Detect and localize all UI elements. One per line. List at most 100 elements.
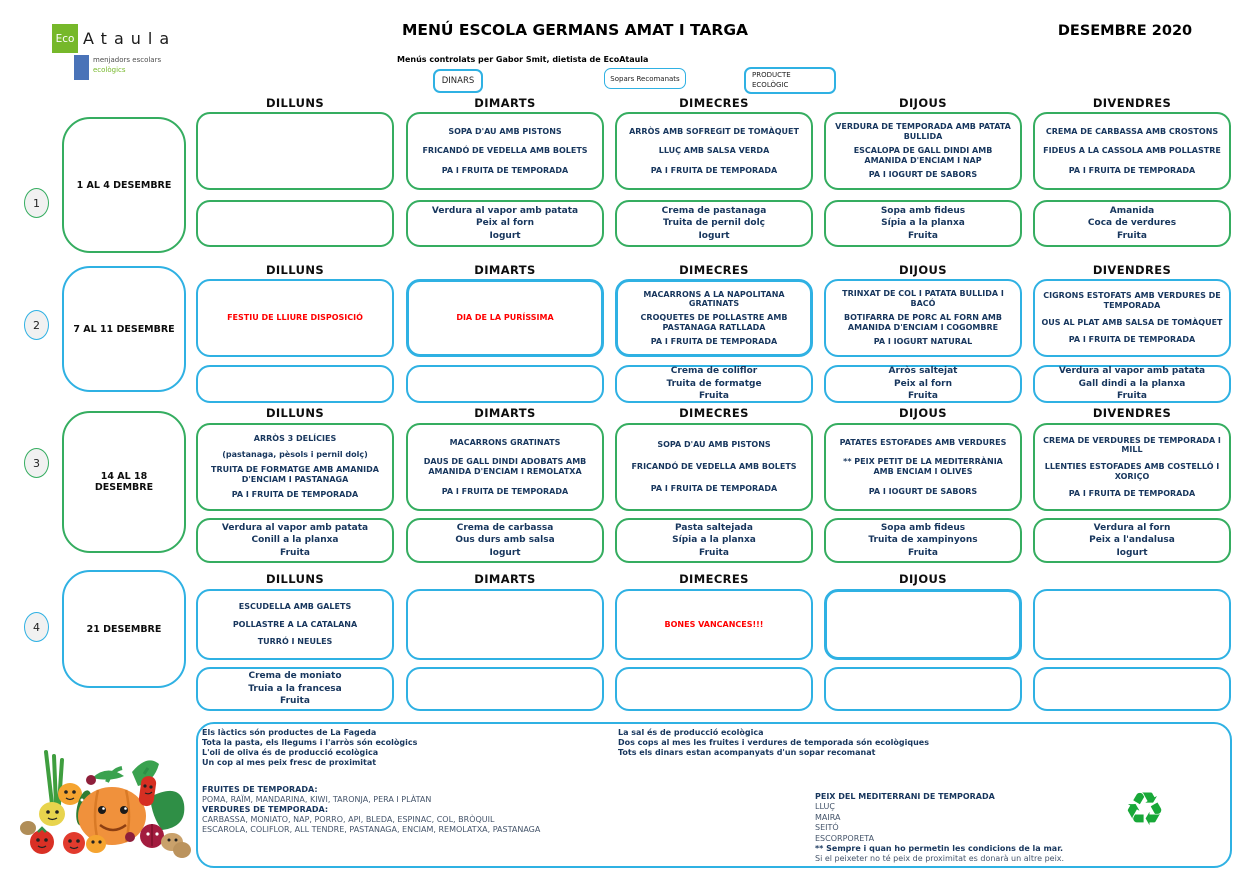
logo-ataula-text: Ataula xyxy=(83,29,177,48)
dinner-cell-monday xyxy=(196,365,394,403)
text-line: Sípia a la planxa xyxy=(881,218,965,229)
text-line: Truita de formatge xyxy=(666,378,762,389)
day-header-dimecres: DIMECRES xyxy=(679,406,749,420)
verdures-title: VERDURES DE TEMPORADA: xyxy=(202,805,329,814)
legend-producte-ecologic: PRODUCTE ECOLÒGIC xyxy=(744,67,836,94)
text-line: (pastanaga, pèsols i pernil dolç) xyxy=(222,449,368,459)
text-line: DIA DE LA PURÍSSIMA xyxy=(456,313,554,323)
text-line: Els làctics són productes de La Fageda xyxy=(202,728,377,737)
text-line: Un cop al mes peix fresc de proximitat xyxy=(202,758,377,767)
text-line: Crema de carbassa xyxy=(456,522,554,533)
text-line: Peix al forn xyxy=(894,378,952,389)
text-line: ** PEIX PETIT DE LA MEDITERRÀNIA AMB ENC… xyxy=(843,457,1003,476)
lunch-cell-friday: CREMA DE CARBASSA AMB CROSTONS FIDEUS A L… xyxy=(1033,112,1231,190)
text-line: Crema de coliflor xyxy=(670,366,758,377)
fruits-title: FRUITES DE TEMPORADA: xyxy=(202,785,318,794)
dinner-cell-tuesday xyxy=(406,667,604,711)
text-line: Truia a la francesa xyxy=(248,683,342,694)
day-header-dijous: DIJOUS xyxy=(899,263,947,277)
text-line: PA I IOGURT DE SABORS xyxy=(868,170,978,180)
week-number-badge: 1 xyxy=(24,188,49,218)
text-line: PA I FRUITA DE TEMPORADA xyxy=(1068,488,1196,498)
week-date-label: 7 AL 11 DESEMBRE xyxy=(62,266,186,392)
lunch-cell-thursday: TRINXAT DE COL I PATATA BULLIDA I BACÓ BO… xyxy=(824,279,1022,357)
day-header-dimecres: DIMECRES xyxy=(679,96,749,110)
text-line: ARRÒS 3 DELÍCIES xyxy=(253,434,337,443)
text-line: CREMA DE CARBASSA AMB CROSTONS xyxy=(1045,126,1219,136)
lunch-cell-thursday: PATATES ESTOFADES AMB VERDURES** PEIX PE… xyxy=(824,423,1022,511)
text-line: PA I FRUITA DE TEMPORADA xyxy=(231,490,359,500)
text-line: Sopa amb fideus xyxy=(880,205,966,216)
text-line: Dos cops al mes les fruites i verdures d… xyxy=(618,738,929,747)
dinner-cell-friday xyxy=(1033,667,1231,711)
week-section-2: DILLUNS DIMARTS DIMECRES DIJOUS DIVENDRE… xyxy=(0,263,1252,425)
text-line: PA I FRUITA DE TEMPORADA xyxy=(650,165,778,175)
text-line: BOTIFARRA DE PORC AL FORN AMB AMANIDA D'… xyxy=(844,313,1002,332)
text-line: PA I FRUITA DE TEMPORADA xyxy=(441,486,569,496)
fish-note-conditions: ** Sempre i quan ho permetin les condici… xyxy=(815,843,1064,853)
text-line: Verdura al vapor amb patata xyxy=(431,205,579,216)
text-line: ESCALOPA DE GALL DINDI AMB AMANIDA D'ENC… xyxy=(853,146,993,165)
text-line: Iogurt xyxy=(1116,547,1148,558)
logo-tagline: menjadors escolars xyxy=(93,56,162,64)
text-line: Sípia a la planxa xyxy=(672,535,756,546)
dietitian-subtitle: Menús controlats per Gabor Smit, dietist… xyxy=(397,55,649,64)
text-line: Tots els dinars estan acompanyats d'un s… xyxy=(618,748,876,757)
text-line: ARRÒS AMB SOFREGIT DE TOMÀQUET xyxy=(629,126,799,136)
text-line: PA I FRUITA DE TEMPORADA xyxy=(650,336,778,346)
text-line: Sopa amb fideus xyxy=(880,522,966,533)
text-line: TRINXAT DE COL I PATATA BULLIDA I BACÓ xyxy=(842,289,1004,308)
text-line: POLLASTRE A LA CATALANA xyxy=(232,619,358,629)
lunch-cell-wednesday-holiday: BONES VANCANCES!!! xyxy=(615,589,813,660)
day-header-dilluns: DILLUNS xyxy=(265,572,325,586)
vegetables-illustration xyxy=(20,750,191,858)
week-section-3: DILLUNS DIMARTS DIMECRES DIJOUS DIVENDRE… xyxy=(0,406,1252,568)
day-header-dilluns: DILLUNS xyxy=(265,406,325,420)
text-line: FESTIU DE LLIURE DISPOSICIÓ xyxy=(227,313,363,323)
text-line: Truita de xampinyons xyxy=(868,535,978,546)
text-line: MAIRA xyxy=(815,812,841,822)
text-line: FIDEUS A LA CASSOLA AMB POLLASTRE xyxy=(1043,146,1221,156)
lunch-cell-monday-holiday: FESTIU DE LLIURE DISPOSICIÓ xyxy=(196,279,394,357)
text-line: OUS AL PLAT AMB SALSA DE TOMÀQUET xyxy=(1041,318,1223,327)
text-line: LLUÇ AMB SALSA VERDA xyxy=(658,146,770,156)
seasonal-produce-block: FRUITES DE TEMPORADA: POMA, RAÏM, MANDAR… xyxy=(202,785,602,835)
text-line: Amanida xyxy=(1109,205,1155,216)
week-date-label: 14 AL 18 DESEMBRE xyxy=(62,411,186,553)
logo-tagline-eco: ecològics xyxy=(93,66,126,74)
text-line: La sal és de producció ecològica xyxy=(618,728,764,737)
day-header-dimarts: DIMARTS xyxy=(474,96,536,110)
month-title: DESEMBRE 2020 xyxy=(1057,23,1193,39)
day-header-dimecres: DIMECRES xyxy=(679,263,749,277)
text-line: Fruita xyxy=(1117,230,1147,241)
lunch-cell-tuesday xyxy=(406,589,604,660)
day-header-dimarts: DIMARTS xyxy=(474,572,536,586)
day-header-dijous: DIJOUS xyxy=(899,406,947,420)
text-line: Conill a la planxa xyxy=(251,535,339,546)
text-line: CIGRONS ESTOFATS AMB VERDURES DE TEMPORA… xyxy=(1043,291,1221,310)
text-line: L'oli de oliva és de producció ecològica xyxy=(202,748,379,757)
text-line: Fruita xyxy=(908,391,938,402)
text-line: Peix al forn xyxy=(476,218,534,229)
recycle-icon: ♻ xyxy=(1124,782,1166,836)
text-line: PA I FRUITA DE TEMPORADA xyxy=(1068,165,1196,175)
page-title: MENÚ ESCOLA GERMANS AMAT I TARGA xyxy=(401,21,749,39)
text-line: PA I FRUITA DE TEMPORADA xyxy=(441,165,569,175)
text-line: Iogurt xyxy=(698,230,730,241)
text-line: Iogurt xyxy=(489,547,521,558)
fruits-list: POMA, RAÏM, MANDARINA, KIWI, TARONJA, PE… xyxy=(202,795,602,805)
